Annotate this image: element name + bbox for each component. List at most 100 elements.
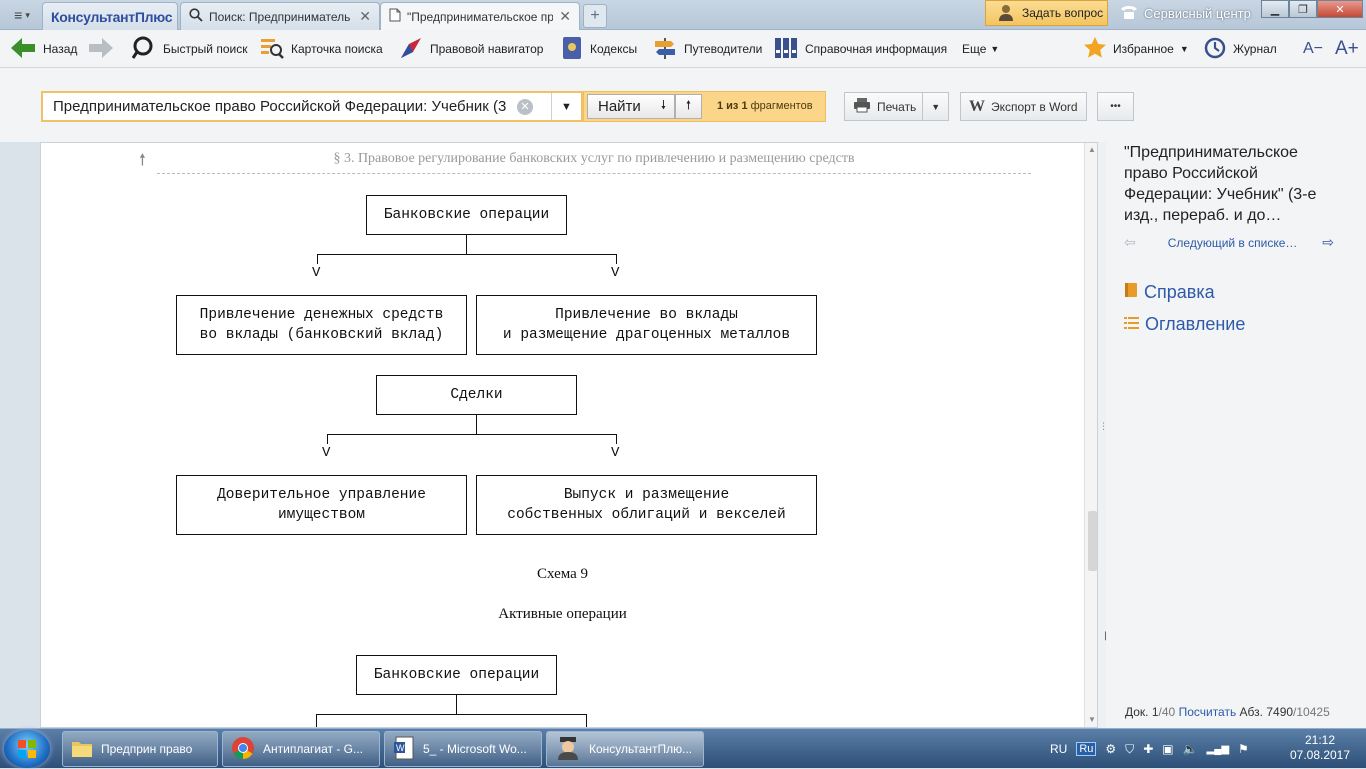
journal-label: Журнал [1233,42,1277,56]
reference-label: Справочная информация [805,42,948,56]
chevron-down-icon: ▼ [990,44,1000,54]
codes-button[interactable]: Кодексы [561,30,637,68]
scroll-down-arrow[interactable]: ▼ [1088,715,1096,724]
clock[interactable]: 21:12 07.08.2017 [1285,733,1355,763]
tab-document[interactable]: "Предпринимательское пр ✕ [380,2,580,30]
shield-icon[interactable]: ⛉ [1125,741,1135,756]
search-card-button[interactable]: Карточка поиска [260,30,383,68]
tray-app-icon[interactable]: ⚙ [1105,742,1117,756]
scheme-box-transactions: Сделки [376,375,577,415]
main-toolbar: Назад Быстрый поиск Карточка поиска Прав… [0,30,1366,68]
taskbar-item-word[interactable]: W 5_ - Microsoft Wo... [384,731,542,767]
toc-link[interactable]: Оглавление [1124,314,1245,335]
guides-button[interactable]: Путеводители [653,30,762,68]
reference-button[interactable]: Справочная информация [774,30,947,68]
start-button[interactable] [4,730,50,768]
taskbar-item-consultant[interactable]: КонсультантПлю... [546,731,704,767]
arrow-left-icon [10,37,36,62]
network-signal-icon[interactable]: ▂▄▆ [1206,743,1230,755]
next-in-list-link[interactable]: Следующий в списке… [1167,235,1298,250]
service-center-button[interactable]: Сервисный центр [1120,0,1251,26]
document-search-input[interactable] [43,93,513,120]
help-label: Справка [1144,282,1215,302]
doc-current: 1 [1151,705,1159,719]
close-window-button[interactable]: ✕ [1317,0,1363,18]
find-previous-button[interactable]: 🠕 [675,94,702,119]
operator-icon [996,2,1016,25]
search-row: ✕ ▼ Найти 🠗 🠕 1 из 1 фрагментов Печать ▼… [0,68,1366,142]
forward-button[interactable] [88,30,114,68]
export-word-button[interactable]: W Экспорт в Word [960,92,1087,121]
consultant-app-icon [555,735,581,764]
print-button[interactable]: Печать ▼ [844,92,949,121]
speaker-icon[interactable]: 🔈 [1182,742,1198,756]
flag-icon[interactable]: ⚑ [1238,742,1249,756]
quick-search-button[interactable]: Быстрый поиск [131,30,247,68]
font-smaller-button[interactable]: A− [1303,30,1323,68]
find-label: Найти [598,98,641,115]
tab-home[interactable]: КонсультантПлюс [42,2,178,30]
scrollbar-thumb[interactable] [1088,511,1097,571]
clock-date: 07.08.2017 [1289,748,1351,762]
new-tab-button[interactable]: + [583,4,607,28]
maximize-button[interactable]: ❐ [1289,0,1317,18]
document-view[interactable]: 🠕 § 3. Правовое регулирование банковских… [40,142,1098,728]
tab-search[interactable]: Поиск: Предприниматель ✕ [180,2,380,30]
ru-keyboard-icon[interactable]: Ru [1076,742,1097,756]
find-button[interactable]: Найти 🠗 [587,94,675,119]
compass-icon [399,36,423,63]
service-center-label: Сервисный центр [1144,5,1251,21]
search-card-label: Карточка поиска [291,42,383,56]
ask-question-button[interactable]: Задать вопрос [985,0,1108,26]
print-options-dropdown[interactable]: ▼ [922,93,948,120]
font-smaller-label: A− [1303,40,1324,57]
more-menu-button[interactable]: Еще ▼ [962,30,999,68]
help-link[interactable]: Справка [1124,282,1215,303]
favorites-button[interactable]: Избранное ▼ [1083,30,1189,68]
scheme-box-trust-management: Доверительное управление имуществом [176,475,467,535]
scroll-up-arrow[interactable]: ▲ [1088,145,1096,154]
scheme-box-banking-operations: Банковские операции [366,195,567,235]
connector-line [327,434,617,435]
search-card-icon [260,36,284,63]
font-bigger-button[interactable]: A+ [1335,30,1359,68]
chevron-down-icon: ▼ [561,100,572,113]
tray-device-icon[interactable]: ▣ [1162,742,1174,756]
panel-splitter[interactable]: ⋮ [1098,142,1108,728]
connector-line [317,254,318,264]
back-label: Назад [43,42,78,56]
codex-book-icon [561,36,583,63]
scheme-caption-title: Активные операции [498,606,627,622]
binders-icon [774,36,798,63]
legal-navigator-button[interactable]: Правовой навигатор [399,30,543,68]
more-actions-button[interactable]: ••• [1097,92,1134,121]
taskbar-item-folder[interactable]: Предприн право [62,731,218,767]
minimize-button[interactable]: ▁ [1261,0,1289,18]
scheme-box-banking-operations-2: Банковские операции [356,655,557,695]
search-history-dropdown[interactable]: ▼ [551,93,581,120]
document-scrollbar[interactable]: ▲ ▼ [1084,143,1097,727]
language-indicator[interactable]: RU [1050,742,1068,756]
journal-button[interactable]: Журнал [1204,30,1277,68]
print-label: Печать [877,99,917,114]
taskbar-item-chrome[interactable]: Антиплагиат - G... [222,731,380,767]
back-button[interactable]: Назад [10,30,77,68]
taskbar-item-label: 5_ - Microsoft Wo... [423,742,527,756]
taskbar-item-label: КонсультантПлю... [589,742,693,756]
printer-icon [853,97,871,116]
main-menu-button[interactable]: ≡ ▾ [4,4,40,26]
section-header[interactable]: § 3. Правовое регулирование банковских у… [157,151,1031,174]
prev-in-list-icon[interactable]: ⇦ [1124,234,1136,250]
count-link[interactable]: Посчитать [1178,705,1237,719]
clear-search-icon[interactable]: ✕ [517,98,533,115]
doc-label: Док. [1125,705,1152,719]
close-icon[interactable]: ✕ [359,8,371,24]
next-in-list-icon[interactable]: ⇨ [1322,234,1334,250]
abz-total: /10425 [1293,705,1330,719]
arrow-v-mark: V [322,445,331,461]
arrow-up-icon[interactable]: 🠕 [139,152,146,169]
scheme-box-bonds-bills: Выпуск и размещение собственных облигаци… [476,475,817,535]
export-label: Экспорт в Word [991,99,1078,114]
close-icon[interactable]: ✕ [559,8,571,24]
tray-app-icon[interactable]: ✚ [1143,742,1154,756]
